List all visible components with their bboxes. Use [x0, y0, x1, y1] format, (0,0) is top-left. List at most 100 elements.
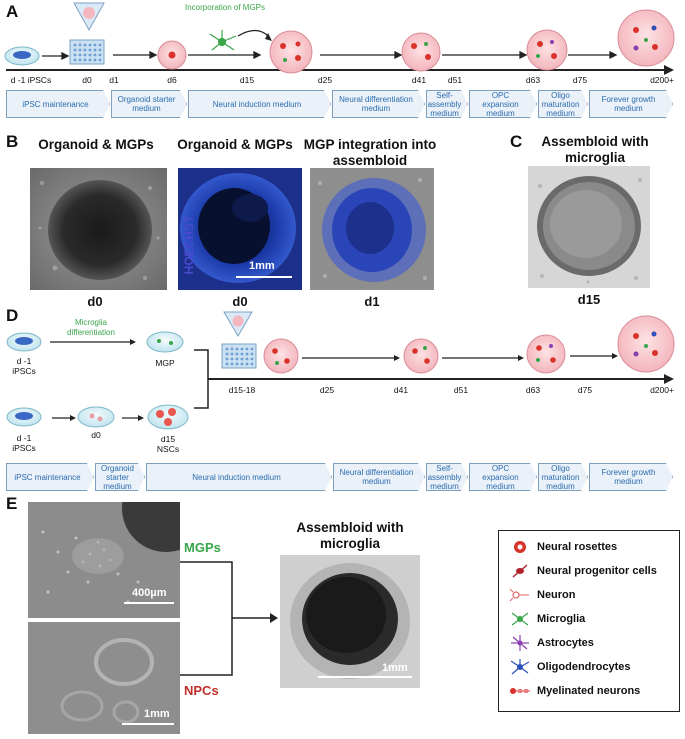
a-tl-3: d6: [167, 75, 177, 85]
a-stage-0: iPSC maintenance: [6, 90, 110, 118]
e-micrograph-mgps: [28, 502, 180, 618]
legend-item: Neural rosettes: [509, 539, 617, 555]
a-tl-10: d200+: [650, 75, 674, 85]
d-stage-4: Self-assembly medium: [426, 463, 468, 491]
legend-item: Neural progenitor cells: [509, 563, 657, 579]
legend-label: Astrocytes: [537, 637, 594, 649]
d-tl-2: d41: [393, 385, 409, 395]
a-stage-4: Self-assembly medium: [426, 90, 468, 118]
b-title-2: Organoid & MGPs: [177, 137, 293, 152]
d-tl-0: d15-18: [228, 385, 256, 395]
b-day-1: d0: [87, 294, 103, 309]
organoid-d63-icon: [526, 29, 568, 71]
organoid-d15-icon: [269, 30, 313, 74]
e-micrograph-npcs: [28, 622, 180, 734]
e-scale-text-center: 1mm: [382, 662, 408, 674]
d-tl-3: d51: [453, 385, 469, 395]
legend-label: Neural rosettes: [537, 541, 618, 553]
e-npcs-label: NPCs: [184, 683, 219, 698]
legend-box: Neural rosettes Neural progenitor cells …: [498, 530, 680, 712]
b-day-2: d0: [232, 294, 248, 309]
b-title-1: Organoid & MGPs: [38, 137, 154, 152]
legend-item: Microglia: [509, 611, 585, 627]
a-tl-7: d51: [447, 75, 463, 85]
e-scale-bar-center: [318, 676, 412, 678]
d-stage-0: iPSC maintenance: [6, 463, 94, 491]
a-stage-2: Neural induction medium: [188, 90, 331, 118]
a-tl-8: d63: [525, 75, 541, 85]
legend-label: Neural progenitor cells: [537, 565, 657, 577]
a-stage-3: Neural differentiation medium: [332, 90, 425, 118]
a-tl-4: d15: [239, 75, 255, 85]
panel-c-letter: C: [510, 132, 523, 151]
d-stage-6: Oligo maturation medium: [538, 463, 588, 491]
e-scale-bar-bottom: [122, 723, 174, 725]
well-plate-icon: [69, 39, 105, 65]
neural-rosette-icon: [514, 541, 526, 553]
d-tl-4: d63: [525, 385, 541, 395]
panel-a-timeline: [4, 2, 675, 75]
a-stage-5: OPC expansion medium: [469, 90, 537, 118]
d-tl-6: d200+: [650, 385, 674, 395]
d-bottom-ipsc: d -1 iPSCs: [12, 433, 36, 453]
legend-label: Neuron: [537, 589, 576, 601]
e-mgps-label: MGPs: [184, 540, 221, 555]
a-tl-1: d0: [82, 75, 92, 85]
d-microglia-note: Microglia differentiation: [67, 318, 115, 337]
legend-item: Astrocytes: [509, 635, 594, 651]
c-micrograph: [528, 166, 650, 288]
d-stage-7: Forever growth medium: [589, 463, 673, 491]
legend-label: Microglia: [537, 613, 586, 625]
d-top-ipsc: d -1 iPSCs: [12, 356, 36, 376]
a-tl-6: d41: [411, 75, 427, 85]
a-tl-0: d -1 iPSCs: [10, 75, 52, 85]
panel-d-diagram: [6, 311, 675, 430]
panel-b-letter: B: [6, 132, 19, 151]
hoechst-label-wrap: HOECHST: [182, 200, 198, 290]
d-stage-2: Neural induction medium: [146, 463, 332, 491]
e-micrograph-assembloid: [280, 555, 420, 688]
panel-a-letter: A: [6, 2, 19, 21]
a-stage-6: Oligo maturation medium: [538, 90, 588, 118]
hoechst-label: HOECHST: [182, 215, 196, 275]
neuron-icon: [509, 588, 529, 602]
panel-d-letter: D: [6, 306, 19, 325]
d-tl-5: d75: [577, 385, 593, 395]
legend-label: Oligodendrocytes: [537, 661, 631, 673]
a-stage-7: Forever growth medium: [589, 90, 673, 118]
astrocyte-icon: [511, 635, 529, 651]
e-scale-text-top: 400µm: [132, 587, 167, 599]
incorporation-note: Incorporation of MGPs: [184, 3, 266, 12]
c-day: d15: [577, 292, 601, 307]
a-tl-9: d75: [572, 75, 588, 85]
d-d15: d15 NSCs: [156, 434, 180, 454]
d-stage-1: Organoid starter medium: [95, 463, 145, 491]
b-scale-bar: [236, 276, 292, 278]
e-merge-bracket: [180, 561, 278, 676]
a-tl-2: d1: [109, 75, 119, 85]
d-mgp: MGP: [155, 358, 175, 368]
legend-label: Myelinated neurons: [537, 685, 641, 697]
organoid-d200-icon: [617, 9, 675, 67]
b-title-3: MGP integration into assembloid: [303, 137, 437, 168]
a-stage-1: Organoid starter medium: [111, 90, 187, 118]
a-tl-5: d25: [317, 75, 333, 85]
myelinated-neuron-icon: [510, 688, 530, 694]
c-title: Assembloid with microglia: [541, 134, 649, 165]
b-micrograph-2: [178, 168, 302, 290]
legend-item: Neuron: [509, 587, 576, 603]
panel-e-letter: E: [6, 494, 18, 513]
legend-item: Oligodendrocytes: [509, 659, 631, 675]
organoid-d6-icon: [157, 40, 187, 70]
progenitor-cell-icon: [512, 564, 528, 578]
d-d0: d0: [91, 430, 101, 440]
d-stage-5: OPC expansion medium: [469, 463, 537, 491]
oligodendrocyte-icon: [510, 659, 530, 675]
b-micrograph-3: [310, 168, 434, 290]
e-title: Assembloid with microglia: [296, 520, 404, 551]
b-scale-text: 1mm: [249, 260, 275, 272]
legend-list: Neural rosettes Neural progenitor cells …: [509, 539, 674, 709]
ipsc-dish-icon: [4, 46, 40, 66]
b-micrograph-1: [30, 168, 167, 290]
